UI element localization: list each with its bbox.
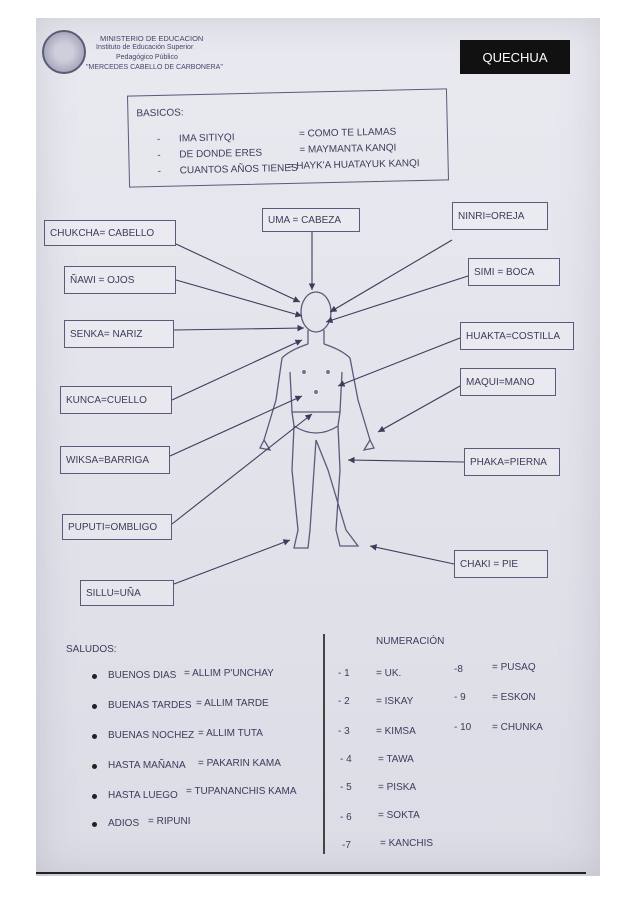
number-word: = PUSAQ xyxy=(492,662,536,673)
number-word: = ISKAY xyxy=(376,696,414,707)
language-badge: QUECHUA xyxy=(460,40,570,74)
label-senka: SENKA= NARIZ xyxy=(64,320,174,348)
number: - 1 xyxy=(338,668,350,679)
bottom-rule xyxy=(36,872,586,874)
saludo-qu: = ALLIM TARDE xyxy=(196,698,269,709)
saludo-es: BUENAS TARDES xyxy=(108,700,192,711)
number-word: = PISKA xyxy=(378,782,417,793)
institution-header: MINISTERIO DE EDUCACION Instituto de Edu… xyxy=(42,24,242,80)
label-simi: SIMI = BOCA xyxy=(468,258,560,286)
label-phaka: PHAKA=PIERNA xyxy=(464,448,560,476)
number-word: = KIMSA xyxy=(376,726,416,737)
column-divider xyxy=(323,634,325,854)
bullet xyxy=(92,674,97,679)
saludo-qu: = RIPUNI xyxy=(148,816,191,827)
label-chukcha: CHUKCHA= CABELLO xyxy=(44,220,176,246)
pointer-arrows xyxy=(169,232,469,585)
number: - 10 xyxy=(454,722,472,733)
saludo-qu: = ALLIM P'UNCHAY xyxy=(184,668,274,679)
saludo-es: BUENOS DIAS xyxy=(108,670,177,681)
saludo-es: HASTA LUEGO xyxy=(108,790,178,801)
number: - 5 xyxy=(340,782,352,793)
number-word: = KANCHIS xyxy=(380,838,434,849)
saludo-es: HASTA MAÑANA xyxy=(108,760,186,771)
label-uma: UMA = CABEZA xyxy=(262,208,360,232)
number-word: = CHUNKA xyxy=(492,722,543,733)
label-ninri: NINRI=OREJA xyxy=(452,202,548,230)
bullet xyxy=(92,704,97,709)
label-sillu: SILLU=UÑA xyxy=(80,580,174,606)
saludo-qu: = PAKARIN KAMA xyxy=(198,758,281,769)
number-word: = SOKTA xyxy=(378,810,420,821)
saludo-qu: = ALLIM TUTA xyxy=(198,728,263,739)
label-chaki: CHAKI = PIE xyxy=(454,550,548,578)
number: - 9 xyxy=(454,692,466,703)
bullet xyxy=(92,764,97,769)
bullet xyxy=(92,794,97,799)
label-puputi: PUPUTI=OMBLIGO xyxy=(62,514,172,540)
saludos-title: SALUDOS: xyxy=(66,644,117,655)
human-figure xyxy=(259,291,375,549)
number: -7 xyxy=(342,840,351,851)
number-word: = UK. xyxy=(376,668,402,679)
bullet xyxy=(92,734,97,739)
number: - 2 xyxy=(338,696,350,707)
label-wiksa: WIKSA=BARRIGA xyxy=(60,446,170,474)
header-line-3: Pedagógico Público xyxy=(116,54,178,61)
header-line-4: "MERCEDES CABELLO DE CARBONERA" xyxy=(86,64,223,71)
bullet xyxy=(92,822,97,827)
saludo-es: ADIOS xyxy=(108,818,140,829)
institution-logo xyxy=(42,30,86,74)
label-nawi: ÑAWI = OJOS xyxy=(64,266,176,294)
label-maqui: MAQUI=MANO xyxy=(460,368,556,396)
label-huakta: HUAKTA=COSTILLA xyxy=(460,322,574,350)
header-line-1: MINISTERIO DE EDUCACION xyxy=(100,34,204,43)
numeracion-title: NUMERACIÓN xyxy=(376,636,445,647)
header-line-2: Instituto de Educación Superior xyxy=(96,44,194,51)
number: - 4 xyxy=(340,754,352,765)
saludo-es: BUENAS NOCHEZ xyxy=(108,730,195,741)
number-word: = ESKON xyxy=(492,692,536,703)
number: -8 xyxy=(454,664,463,675)
saludo-qu: = TUPANANCHIS KAMA xyxy=(186,786,297,797)
number: - 6 xyxy=(340,812,352,823)
number: - 3 xyxy=(338,726,350,737)
label-kunca: KUNCA=CUELLO xyxy=(60,386,172,414)
paper-sheet xyxy=(36,18,600,876)
number-word: = TAWA xyxy=(378,754,414,765)
